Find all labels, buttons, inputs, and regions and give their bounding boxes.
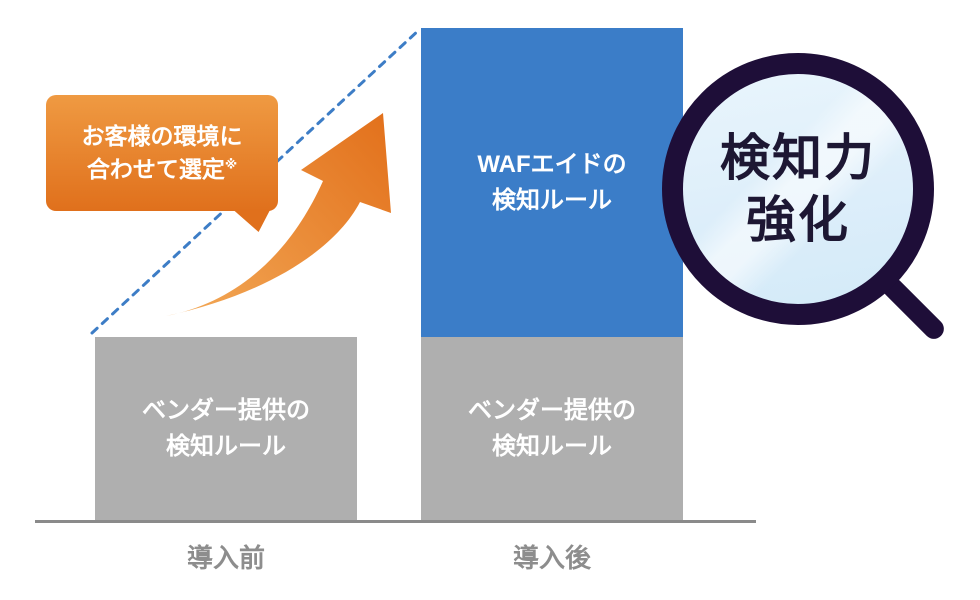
magnifier-icon: 検知力 強化 — [662, 53, 934, 325]
callout-note-mark: ※ — [224, 157, 238, 172]
growth-arrow — [166, 113, 391, 316]
bar-label-line: ベンダー提供の — [468, 397, 636, 424]
bar-label-line: 検知ルール — [166, 433, 286, 460]
axis-baseline — [35, 520, 756, 523]
bar-label-line: WAFエイドの — [477, 150, 627, 178]
bar-after-wafaid: WAFエイドの 検知ルール — [421, 28, 683, 337]
bar-label-line: 検知ルール — [492, 186, 612, 214]
magnifier-text-line: 強化 — [746, 192, 850, 248]
callout-bubble: お客様の環境に 合わせて選定※ — [46, 95, 278, 211]
bar-label-line: ベンダー提供の — [142, 397, 310, 424]
bar-before-vendor: ベンダー提供の 検知ルール — [95, 337, 357, 521]
callout-text: 合わせて選定 — [86, 156, 225, 182]
magnifier-text: 検知力 強化 — [720, 127, 876, 252]
bar-label-line: 検知ルール — [492, 433, 612, 460]
axis-label-before: 導入前 — [186, 543, 265, 573]
axis-label-after: 導入後 — [512, 543, 591, 573]
bar-after-vendor: ベンダー提供の 検知ルール — [421, 337, 683, 521]
callout-text-line: お客様の環境に — [81, 122, 243, 149]
callout-text-line: 合わせて選定※ — [87, 153, 237, 186]
magnifier-text-line: 検知力 — [720, 129, 876, 186]
